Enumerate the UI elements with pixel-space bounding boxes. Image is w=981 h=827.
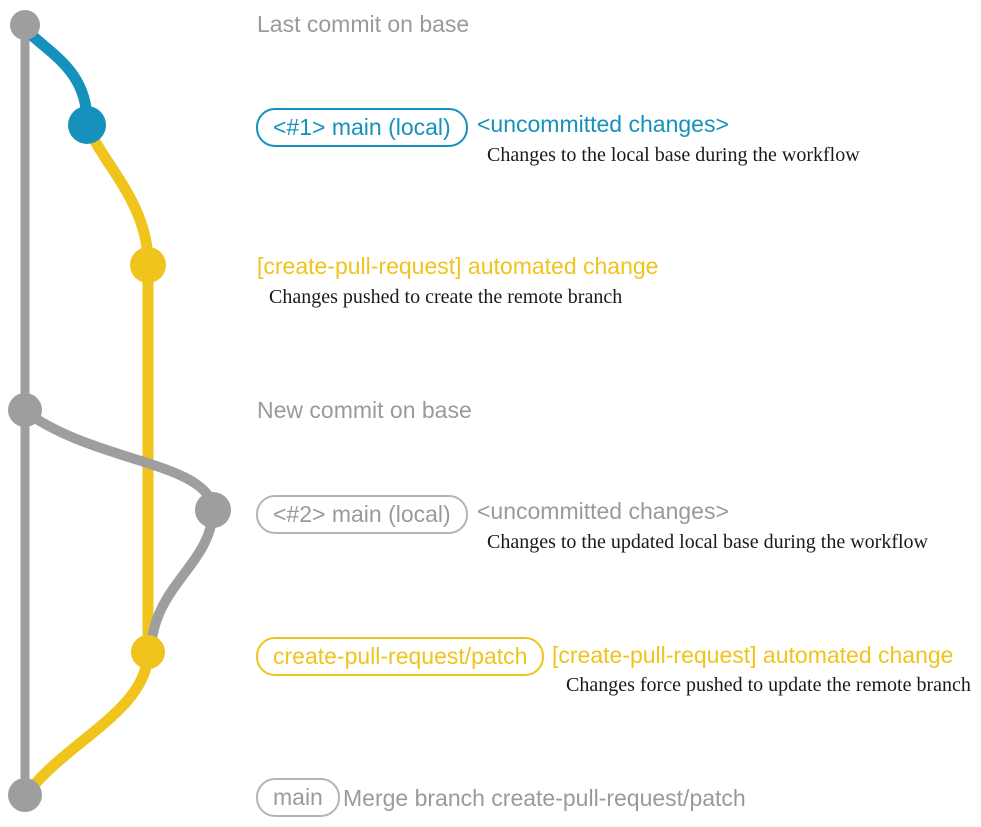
commit-desc-automated-1: Changes pushed to create the remote bran… <box>269 286 623 308</box>
branch-badge-main: main <box>256 778 340 817</box>
updated-local-main-curve-top <box>21 407 218 512</box>
git-graph <box>8 10 231 812</box>
commit-dot-uncommitted-1 <box>68 106 106 144</box>
commit-dot-last-base <box>10 10 40 40</box>
branch-badge-main-local-1: <#1> main (local) <box>256 108 468 147</box>
commit-title-automated-1: [create-pull-request] automated change <box>257 253 659 279</box>
label-new-commit-on-base: New commit on base <box>257 397 472 423</box>
branch-badge-main-local-2: <#2> main (local) <box>256 495 468 534</box>
commit-dot-automated-1 <box>130 247 166 283</box>
commit-dot-new-base <box>8 393 42 427</box>
branch-badge-patch: create-pull-request/patch <box>256 637 545 676</box>
commit-dot-merge <box>8 778 42 812</box>
commit-title-merge: Merge branch create-pull-request/patch <box>343 785 746 811</box>
commit-desc-automated-2: Changes force pushed to update the remot… <box>566 674 971 696</box>
commit-title-uncommitted-1: <uncommitted changes> <box>477 111 729 137</box>
commit-desc-uncommitted-1: Changes to the local base during the wor… <box>487 144 860 166</box>
label-last-commit-on-base: Last commit on base <box>257 11 470 37</box>
commit-title-uncommitted-2: <uncommitted changes> <box>477 498 729 524</box>
commit-title-automated-2: [create-pull-request] automated change <box>552 642 954 668</box>
commit-desc-uncommitted-2: Changes to the updated local base during… <box>487 531 928 553</box>
commit-dot-uncommitted-2 <box>195 492 231 528</box>
patch-branch-curve-top <box>83 124 154 269</box>
updated-local-main-curve-bottom <box>146 507 218 653</box>
patch-merge-curve <box>24 649 154 796</box>
commit-dot-automated-2 <box>131 635 165 669</box>
